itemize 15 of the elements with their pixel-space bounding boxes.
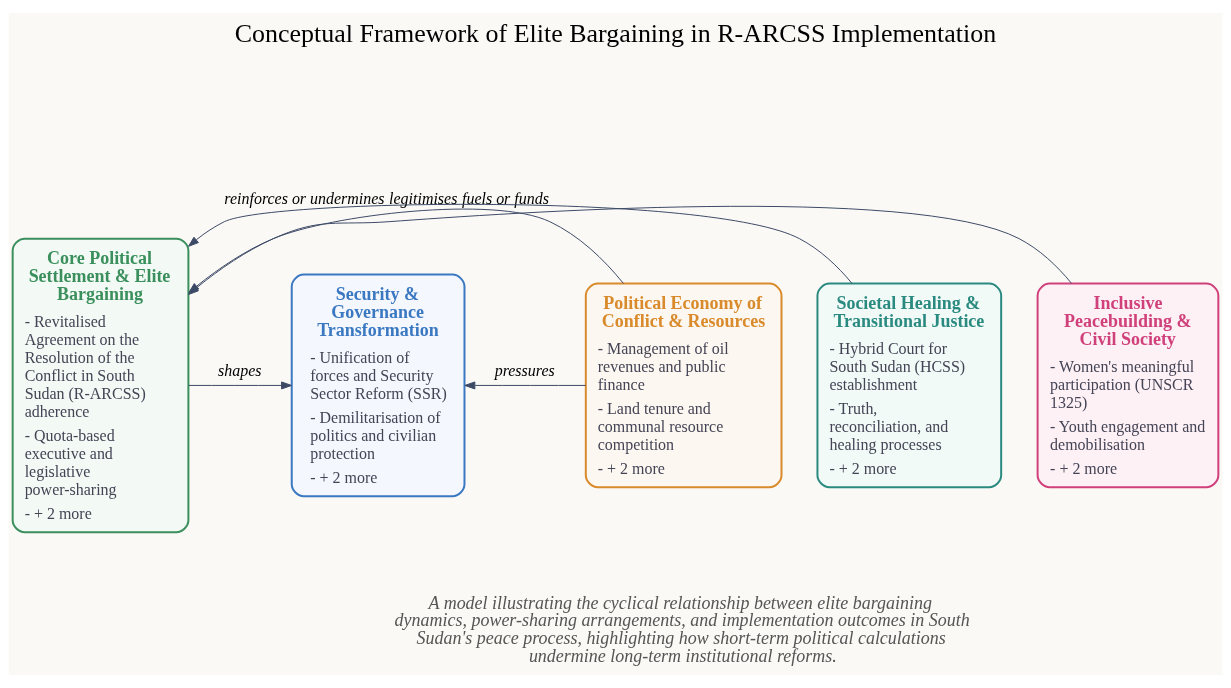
arrow <box>464 381 587 390</box>
node-box: Societal Healing & Transitional Justice - Hybrid Court for South Sudan (HCSS) establishment - Truth, reconciliation, and healing processes - + 2 more <box>816 282 1003 489</box>
edge-label: pressures <box>494 362 555 380</box>
edge-label: shapes <box>218 362 262 380</box>
node-box: Political Economy of Conflict & Resources - Management of oil revenues and public finance - Land tenure and communal resource competition - + 2 more <box>584 282 783 489</box>
edge-label: fuels or funds <box>461 189 549 207</box>
node-box: Inclusive Peacebuilding & Civil Society - Women's meaningful participation (UNSCR 1325) - Youth engagement and demobilisation - + 2 more <box>1036 282 1220 489</box>
edge-label: legitimises <box>389 189 458 207</box>
arrow <box>188 204 853 284</box>
caption: A model illustrating the cyclical relationship between elite bargaining dynamics, power-sharing arrangements, and implementation outcomes in South Sudan's peace process, highlighting how short-term political calculations undermine long-term institutional reforms. <box>394 592 970 667</box>
node-box: Core Political Settlement & Elite Bargaining - Revitalised Agreement on the Resolution of the Conflict in South Sudan (R-ARCSS) adherence - Quota-based executive and legislative power-sharing - + 2 more <box>11 237 190 534</box>
arrow <box>188 381 293 390</box>
node-box: Security & Governance Transformation - Unification of forces and Security Sector Reform (SSR) - Demilitarisation of politics and civilian protection - + 2 more <box>290 273 466 498</box>
diagram-title: Conceptual Framework of Elite Bargaining in R-ARCSS Implementation <box>234 18 997 48</box>
edge-label: reinforces or undermines <box>224 189 385 207</box>
